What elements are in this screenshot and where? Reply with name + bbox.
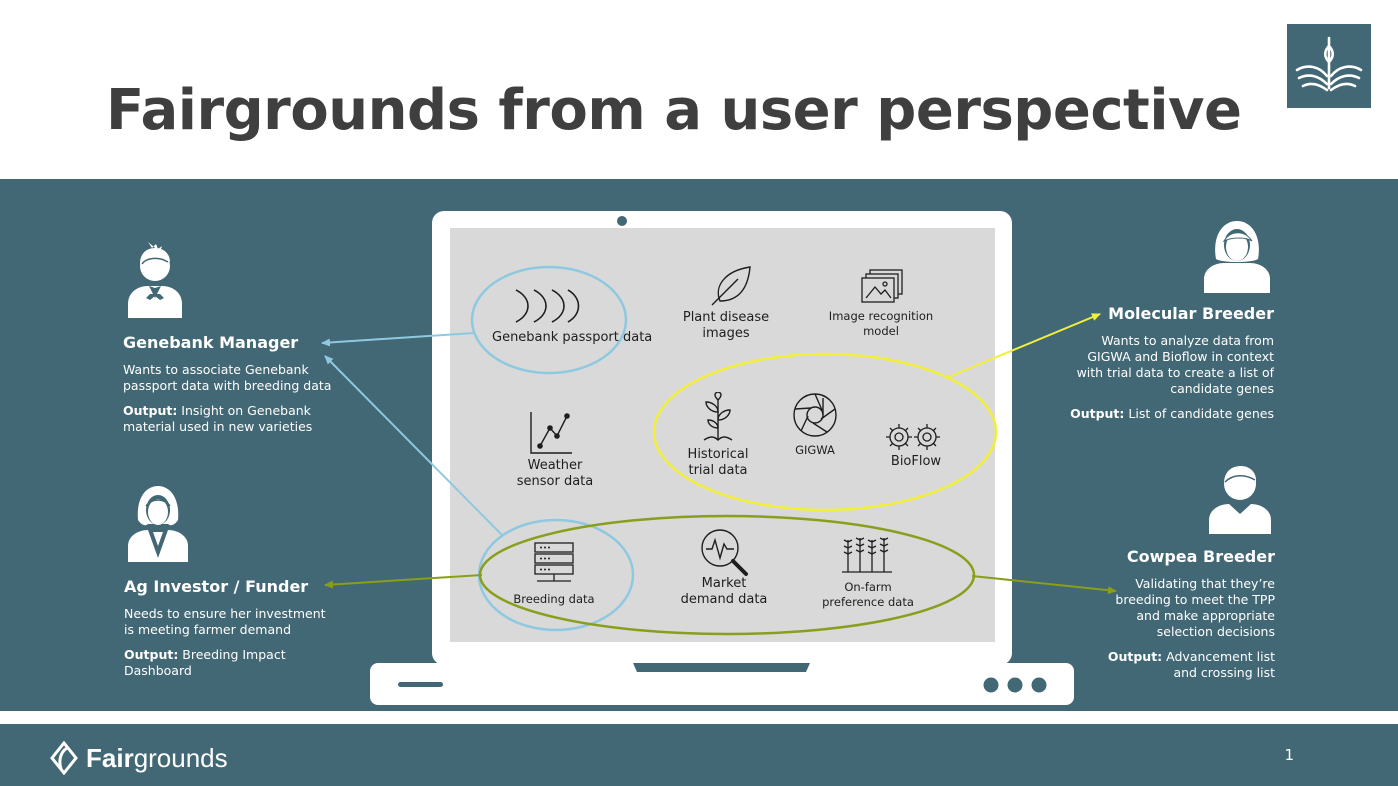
gigwa-label: GIGWA	[795, 443, 835, 457]
persona-description: Wants to analyze data from GIGWA and Bio…	[1076, 333, 1274, 396]
arrow-trial-to-molecular	[945, 313, 1101, 379]
logo-icon	[1287, 24, 1371, 108]
ag-investor-avatar	[128, 486, 188, 562]
wheat-icon	[842, 537, 892, 573]
persona-name: Molecular Breeder	[1108, 304, 1274, 323]
persona-description: Needs to ensure her investment is meetin…	[124, 606, 326, 637]
leaf-icon	[711, 266, 751, 306]
brand-bold: Fair	[86, 742, 134, 773]
molecular-breeder-avatar	[1204, 221, 1270, 293]
persona-ag-investor: Ag Investor / Funder Needs to ensure her…	[124, 577, 332, 688]
cowpea-breeder-avatar	[1209, 466, 1271, 534]
gears-icon	[886, 424, 940, 450]
arrow-demand-to-investor	[324, 574, 483, 589]
trial-analysis-ellipse	[652, 352, 998, 512]
weather-label: Weather sensor data	[516, 458, 594, 489]
seedling-icon	[703, 392, 733, 441]
persona-genebank-manager: Genebank Manager Wants to associate Gene…	[123, 333, 338, 444]
persona-description: Wants to associate Genebank passport dat…	[123, 362, 332, 393]
page-title: Fairgrounds from a user perspective	[106, 78, 1242, 143]
page-number: 1	[1284, 746, 1294, 764]
image-stack-icon	[861, 269, 903, 303]
server-icon	[534, 542, 574, 582]
persona-name: Genebank Manager	[123, 333, 299, 352]
on-farm-label: On-farm preference data	[822, 580, 914, 609]
plant-disease-label: Plant disease images	[682, 310, 770, 341]
footer-bar	[0, 724, 1398, 786]
fairgrounds-logo-icon	[50, 741, 78, 775]
breeding-label: Breeding data	[513, 592, 595, 606]
arrow-demand-to-cowpea	[971, 575, 1117, 595]
persona-output: Output: Breeding Impact Dashboard	[124, 647, 286, 678]
genebank-manager-avatar	[128, 242, 182, 318]
persona-name: Ag Investor / Funder	[124, 577, 309, 596]
demand-ellipse	[478, 514, 976, 636]
persona-name: Cowpea Breeder	[1126, 547, 1275, 566]
historical-trial-label: Historical trial data	[687, 447, 749, 478]
persona-output: Output: Advancement list and crossing li…	[1107, 649, 1275, 680]
market-demand-label: Market demand data	[680, 576, 768, 607]
persona-output: Output: Insight on Genebank material use…	[123, 403, 313, 434]
image-recognition-label: Image recognition model	[828, 309, 934, 338]
persona-molecular-breeder: Molecular Breeder Wants to analyze data …	[1066, 304, 1274, 431]
arrow-breeding-to-manager	[324, 355, 504, 537]
persona-cowpea-breeder: Cowpea Breeder Validating that they’re b…	[1104, 547, 1275, 690]
line-chart-icon	[530, 412, 572, 454]
dna-icon	[515, 289, 580, 323]
persona-output: Output: List of candidate genes	[1070, 406, 1274, 421]
market-search-icon	[701, 529, 748, 576]
brand-light: grounds	[133, 742, 228, 773]
bioflow-label: BioFlow	[890, 454, 942, 469]
camera-aperture-icon	[793, 393, 837, 437]
arrow-genebank-to-manager	[321, 332, 475, 347]
genebank-ellipse	[470, 265, 628, 375]
persona-description: Validating that they’re breeding to meet…	[1115, 576, 1275, 639]
